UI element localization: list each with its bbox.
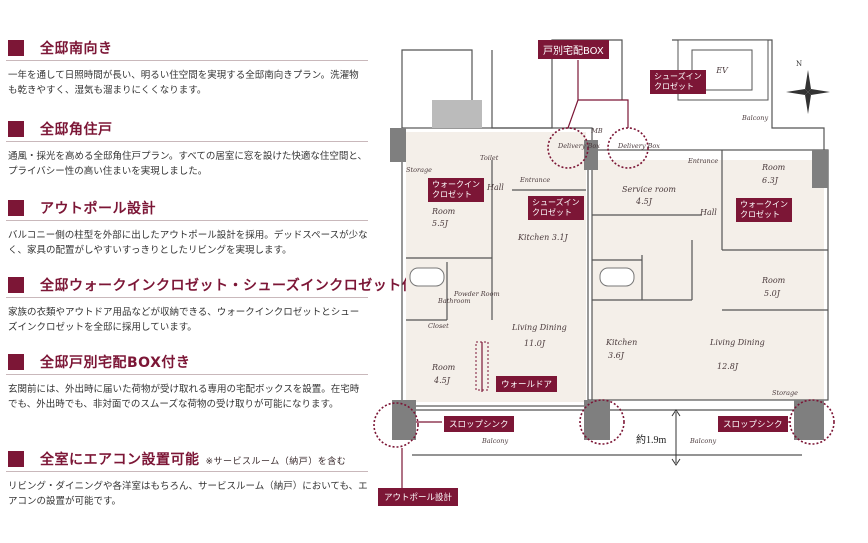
svg-text:N: N xyxy=(796,60,802,68)
room-label: Room xyxy=(431,207,456,216)
feature-corner-unit: 全邸角住戸 通風・採光を高める全邸角住戸プラン。すべての居室に窓を設けた快適な住… xyxy=(6,117,368,179)
room-label: Entrance xyxy=(519,176,550,184)
bullet-square-icon xyxy=(8,354,24,370)
room-label: Hall xyxy=(486,183,504,192)
bullet-square-icon xyxy=(8,277,24,293)
bullet-square-icon xyxy=(8,451,24,467)
callout-wall-door: ウォールドア xyxy=(496,376,558,392)
room-label: Room xyxy=(761,276,786,285)
room-label: Hall xyxy=(699,208,717,217)
delivery-box-label: Delivery Box xyxy=(557,142,600,150)
feature-description: リビング・ダイニングや各洋室はもちろん、サービスルーム（納戸）においても、エアコ… xyxy=(8,481,368,507)
room-size: 3.6J xyxy=(608,351,625,360)
feature-note: ※サービスルーム（納戸）を含む xyxy=(205,457,347,467)
room-label: EV xyxy=(715,66,729,75)
feature-south-facing: 全邸南向き 一年を通して日照時間が長い、明るい住空間を実現する全邸南向きプラン。… xyxy=(6,36,368,98)
floor-plan-drawing: EV MB Balcony Storage Toilet Hall Entran… xyxy=(373,39,835,488)
bullet-square-icon xyxy=(8,121,24,137)
room-label: Closet xyxy=(428,322,449,330)
feature-description: 家族の衣類やアウトドア用品などが収納できる、ウォークインクロゼットとシューズイン… xyxy=(8,307,360,333)
feature-description: 通風・採光を高める全邸角住戸プラン。すべての居室に窓を設けた快適な住空間と、プラ… xyxy=(8,151,368,177)
dimension-label: 約1.9m xyxy=(636,435,667,446)
room-label: Entrance xyxy=(687,157,718,165)
plan-walls xyxy=(401,39,829,456)
feature-outpole: アウトポール設計 バルコニー側の柱型を外部に出したアウトポール設計を採用。デッド… xyxy=(6,196,368,258)
callout-delivery-box: 戸別宅配BOX xyxy=(538,40,609,59)
room-label: Kitchen 3.1J xyxy=(517,233,569,242)
feature-description: バルコニー側の柱型を外部に出したアウトポール設計を採用。デッドスペースが少なく、… xyxy=(8,230,368,256)
callout-shoes-closet-left: シューズイン クロゼット xyxy=(528,196,584,220)
bullet-square-icon xyxy=(8,40,24,56)
room-label: Powder Room xyxy=(453,290,500,298)
room-label: Living Dining xyxy=(709,338,765,347)
callout-slop-sink-right: スロップシンク xyxy=(718,416,788,432)
callout-slop-sink-left: スロップシンク xyxy=(444,416,514,432)
room-label: Balcony xyxy=(481,437,508,445)
room-size: 6.3J xyxy=(762,176,779,185)
feature-delivery-box: 全邸戸別宅配BOX付き 玄関前には、外出時に届いた荷物が受け取れる専用の宅配ボッ… xyxy=(6,350,368,412)
feature-title: 全邸戸別宅配BOX付き xyxy=(40,355,191,371)
feature-title: 全邸角住戸 xyxy=(40,122,113,138)
feature-title: アウトポール設計 xyxy=(40,201,156,217)
callout-outpole: アウトポール設計 xyxy=(378,488,459,506)
room-label: Kitchen xyxy=(605,338,637,347)
room-label: Living Dining xyxy=(511,323,567,332)
feature-description: 玄関前には、外出時に届いた荷物が受け取れる専用の宅配ボックスを設置。在宅時でも、… xyxy=(8,384,360,410)
feature-closets: 全邸ウォークインクロゼット・シューズインクロゼット付き 家族の衣類やアウトドア用… xyxy=(6,273,430,335)
room-size: 11.0J xyxy=(524,339,546,348)
callout-walkin-closet-left: ウォークイン クロゼット xyxy=(428,178,484,202)
room-label: Service room xyxy=(622,185,676,194)
feature-list: 全邸南向き 一年を通して日照時間が長い、明るい住空間を実現する全邸南向きプラン。… xyxy=(0,0,430,539)
feature-description: 一年を通して日照時間が長い、明るい住空間を実現する全邸南向きプラン。洗濯物も乾き… xyxy=(8,70,359,96)
dimension-arrow xyxy=(671,409,681,466)
room-label: Storage xyxy=(772,389,798,397)
room-size: 5.0J xyxy=(764,289,781,298)
room-label: Room xyxy=(761,163,786,172)
bullet-square-icon xyxy=(8,200,24,216)
room-size: 12.8J xyxy=(717,362,739,371)
feature-title: 全邸南向き xyxy=(40,41,113,57)
room-label: Storage xyxy=(406,166,432,174)
room-label: Toilet xyxy=(480,154,499,162)
room-label: Bathroom xyxy=(437,297,471,305)
room-size: 5.5J xyxy=(432,219,449,228)
room-label: Balcony xyxy=(741,114,768,122)
delivery-box-label: Delivery Box xyxy=(617,142,660,150)
room-label: MB xyxy=(590,127,603,135)
feature-aircon: 全室にエアコン設置可能※サービスルーム（納戸）を含む リビング・ダイニングや各洋… xyxy=(6,447,368,509)
callout-shoes-closet-top: シューズイン クロゼット xyxy=(650,70,706,94)
feature-title: 全室にエアコン設置可能※サービスルーム（納戸）を含む xyxy=(40,452,347,468)
room-size: 4.5J xyxy=(433,376,451,385)
room-size: 4.5J xyxy=(635,197,653,206)
callout-connectors xyxy=(401,60,790,488)
compass-icon: N xyxy=(786,60,830,114)
feature-title: 全邸ウォークインクロゼット・シューズインクロゼット付き xyxy=(40,278,431,294)
floor-plan: EV MB Balcony Storage Toilet Hall Entran… xyxy=(372,0,868,539)
callout-walkin-closet-right: ウォークイン クロゼット xyxy=(736,198,792,222)
room-label: Room xyxy=(431,363,456,372)
room-label: Balcony xyxy=(689,437,716,445)
